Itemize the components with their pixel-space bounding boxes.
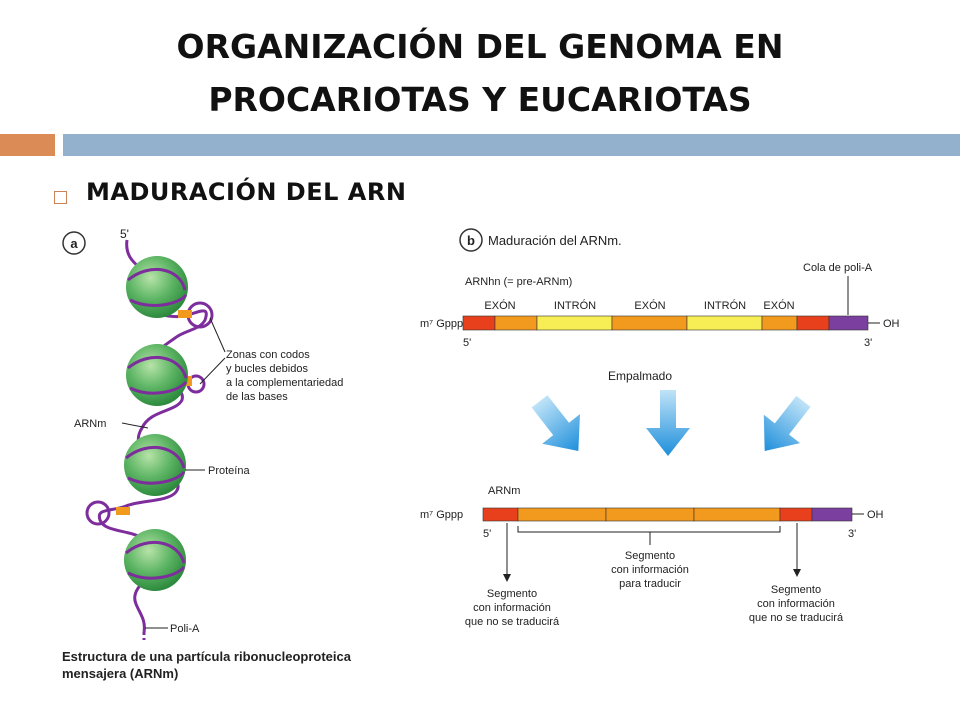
label-proteina: Proteína bbox=[208, 465, 250, 477]
label-zonas-2: y bucles debidos bbox=[226, 363, 308, 375]
accent-bar-blue bbox=[63, 134, 960, 156]
caption-line-2: mensajera (ARNm) bbox=[62, 666, 178, 681]
mature-exon-3 bbox=[693, 507, 781, 522]
seg-trad-line-1: Segmento bbox=[625, 550, 675, 562]
accent-bar-orange bbox=[0, 134, 55, 156]
pre-oh-label: OH bbox=[883, 318, 900, 330]
slide-title: ORGANIZACIÓN DEL GENOMA EN PROCARIOTAS Y… bbox=[0, 20, 960, 126]
label-zonas-4: de las bases bbox=[226, 391, 288, 403]
protein-sphere-2 bbox=[126, 344, 188, 406]
panel-a-letter: a bbox=[70, 236, 78, 251]
bullet-heading: MADURACIÓN DEL ARN bbox=[86, 178, 407, 206]
pre-polya-tail bbox=[828, 315, 869, 331]
pointer-utr5-head bbox=[503, 574, 511, 582]
cola-polia-label: Cola de poli-A bbox=[803, 262, 873, 274]
title-line-1: ORGANIZACIÓN DEL GENOMA EN bbox=[176, 27, 784, 66]
label-polia: Poli-A bbox=[170, 623, 200, 635]
mature-utr-3 bbox=[779, 507, 813, 522]
pre-three-prime: 3' bbox=[864, 337, 872, 349]
mature-five-prime: 5' bbox=[483, 528, 491, 540]
strand-wrap-1 bbox=[127, 267, 188, 307]
mature-cap-label: m⁷ Gppp bbox=[420, 509, 463, 521]
segment-label-exon-1: EXÓN bbox=[484, 299, 515, 312]
seg-trad-line-2: con información bbox=[611, 564, 689, 576]
empalmado-label: Empalmado bbox=[608, 369, 672, 383]
protein-sphere-3 bbox=[124, 434, 186, 496]
segment-label-intron-1: INTRÓN bbox=[554, 299, 596, 312]
pre-utr-5 bbox=[462, 315, 496, 331]
mature-oh-label: OH bbox=[867, 509, 884, 521]
protein-sphere-4 bbox=[124, 529, 186, 591]
strand-wrap-4 bbox=[125, 540, 186, 580]
pre-arnm-label: ARNhn (= pre-ARNm) bbox=[465, 276, 572, 288]
bullet-square-icon bbox=[54, 191, 67, 204]
panel-b-title: Maduración del ARNm. bbox=[488, 233, 622, 248]
pre-exon-2 bbox=[611, 315, 688, 331]
mature-three-prime: 3' bbox=[848, 528, 856, 540]
arnm-label: ARNm bbox=[488, 485, 520, 497]
strand-wrap-2 bbox=[127, 355, 188, 395]
seg-right-line-1: Segmento bbox=[771, 584, 821, 596]
mature-exon-2 bbox=[605, 507, 695, 522]
pre-exon-1 bbox=[494, 315, 538, 331]
panel-b-letter: b bbox=[467, 233, 475, 248]
mature-exon-1 bbox=[517, 507, 607, 522]
pre-five-prime: 5' bbox=[463, 337, 471, 349]
pre-cap-label: m⁷ Gppp bbox=[420, 318, 463, 330]
base-pairing-1 bbox=[178, 310, 192, 318]
pointer-zonas-2 bbox=[199, 357, 226, 385]
label-arnm: ARNm bbox=[74, 418, 106, 430]
seg-left-line-2: con información bbox=[473, 602, 551, 614]
mature-polya-tail bbox=[811, 507, 853, 522]
seg-right-line-2: con información bbox=[757, 598, 835, 610]
rna-loop-3 bbox=[85, 500, 111, 526]
coding-bracket bbox=[517, 526, 781, 533]
seg-left-line-1: Segmento bbox=[487, 588, 537, 600]
caption-line-1: Estructura de una partícula ribonucleopr… bbox=[62, 649, 352, 664]
label-zonas-3: a la complementariedad bbox=[226, 377, 343, 389]
pointer-utr3-head bbox=[793, 569, 801, 577]
pre-utr-3 bbox=[796, 315, 830, 331]
segment-label-intron-2: INTRÓN bbox=[704, 299, 746, 312]
pre-intron-2 bbox=[686, 315, 763, 331]
segment-label-exon-2: EXÓN bbox=[634, 299, 665, 312]
panel-b-badge bbox=[459, 228, 483, 252]
panel-a-five-prime: 5' bbox=[120, 227, 129, 241]
panel-b: b Maduración del ARNm. ARNhn (= pre-ARNm… bbox=[420, 228, 900, 628]
panel-a-badge bbox=[62, 231, 86, 255]
seg-left-line-3: que no se traducirá bbox=[465, 616, 560, 628]
splice-arrow-right bbox=[763, 395, 811, 452]
base-pairing-3 bbox=[116, 507, 130, 515]
splice-arrow-left bbox=[531, 395, 580, 452]
panel-a: a 5' Zonas con codos y bucles debidos a … bbox=[62, 227, 352, 681]
strand-wrap-3 bbox=[125, 445, 186, 485]
splice-arrow-center bbox=[646, 390, 690, 456]
seg-trad-line-3: para traducir bbox=[619, 578, 681, 590]
pointer-zonas-1 bbox=[209, 317, 226, 353]
pointer-arnm bbox=[121, 422, 149, 429]
mature-utr-5 bbox=[482, 507, 519, 522]
label-zonas-1: Zonas con codos bbox=[226, 349, 310, 361]
pre-exon-3 bbox=[761, 315, 798, 331]
segment-label-exon-3: EXÓN bbox=[763, 299, 794, 312]
seg-right-line-3: que no se traducirá bbox=[749, 612, 844, 624]
pre-intron-1 bbox=[536, 315, 613, 331]
title-line-2: PROCARIOTAS Y EUCARIOTAS bbox=[208, 80, 752, 119]
protein-sphere-1 bbox=[126, 256, 188, 318]
